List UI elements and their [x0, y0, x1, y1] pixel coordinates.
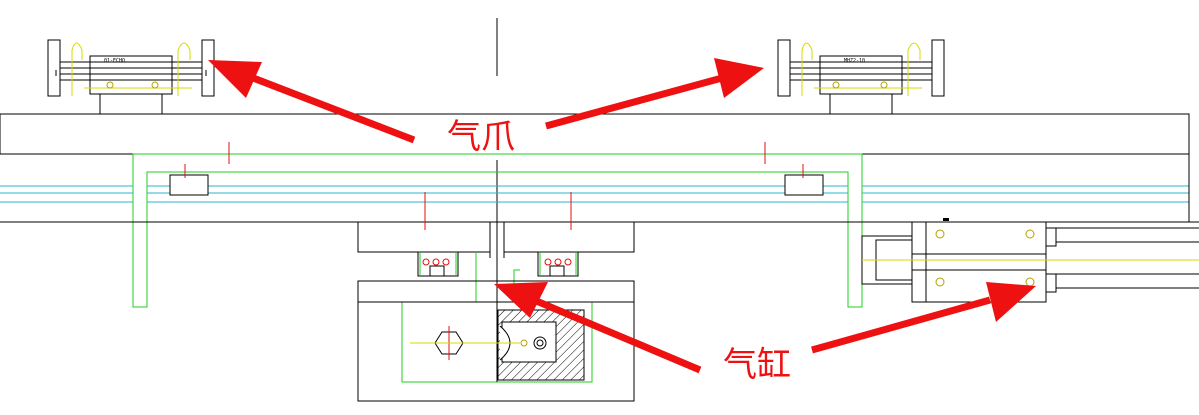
- cylinder-arrow-left: [494, 282, 702, 374]
- position-markers: [184, 142, 804, 230]
- linear-rails: [0, 185, 1189, 203]
- cylinder-arrow-right: [811, 282, 1036, 354]
- gripper-arrow-right: [545, 58, 764, 130]
- right-gripper-plate-label: MHZ2-10: [844, 58, 866, 64]
- main-beam: [0, 113, 1190, 155]
- right-slider-block: [784, 174, 824, 196]
- right-gripper: [777, 39, 945, 115]
- gripper-arrow-left: [208, 60, 416, 144]
- lower-clamp-right: [537, 251, 579, 277]
- lower-cylinder: [357, 280, 635, 402]
- left-slider-block: [169, 174, 209, 196]
- left-mount-block: [357, 222, 491, 253]
- lower-clamp-left: [417, 251, 459, 277]
- right-mount-block: [503, 222, 635, 253]
- cylinder-label: 气缸: [723, 345, 791, 385]
- left-gripper: [47, 39, 215, 115]
- gripper-label: 气爪: [447, 117, 515, 157]
- left-gripper-plate-label: 01-ECHO: [104, 58, 126, 64]
- carriage-frame: [132, 153, 863, 308]
